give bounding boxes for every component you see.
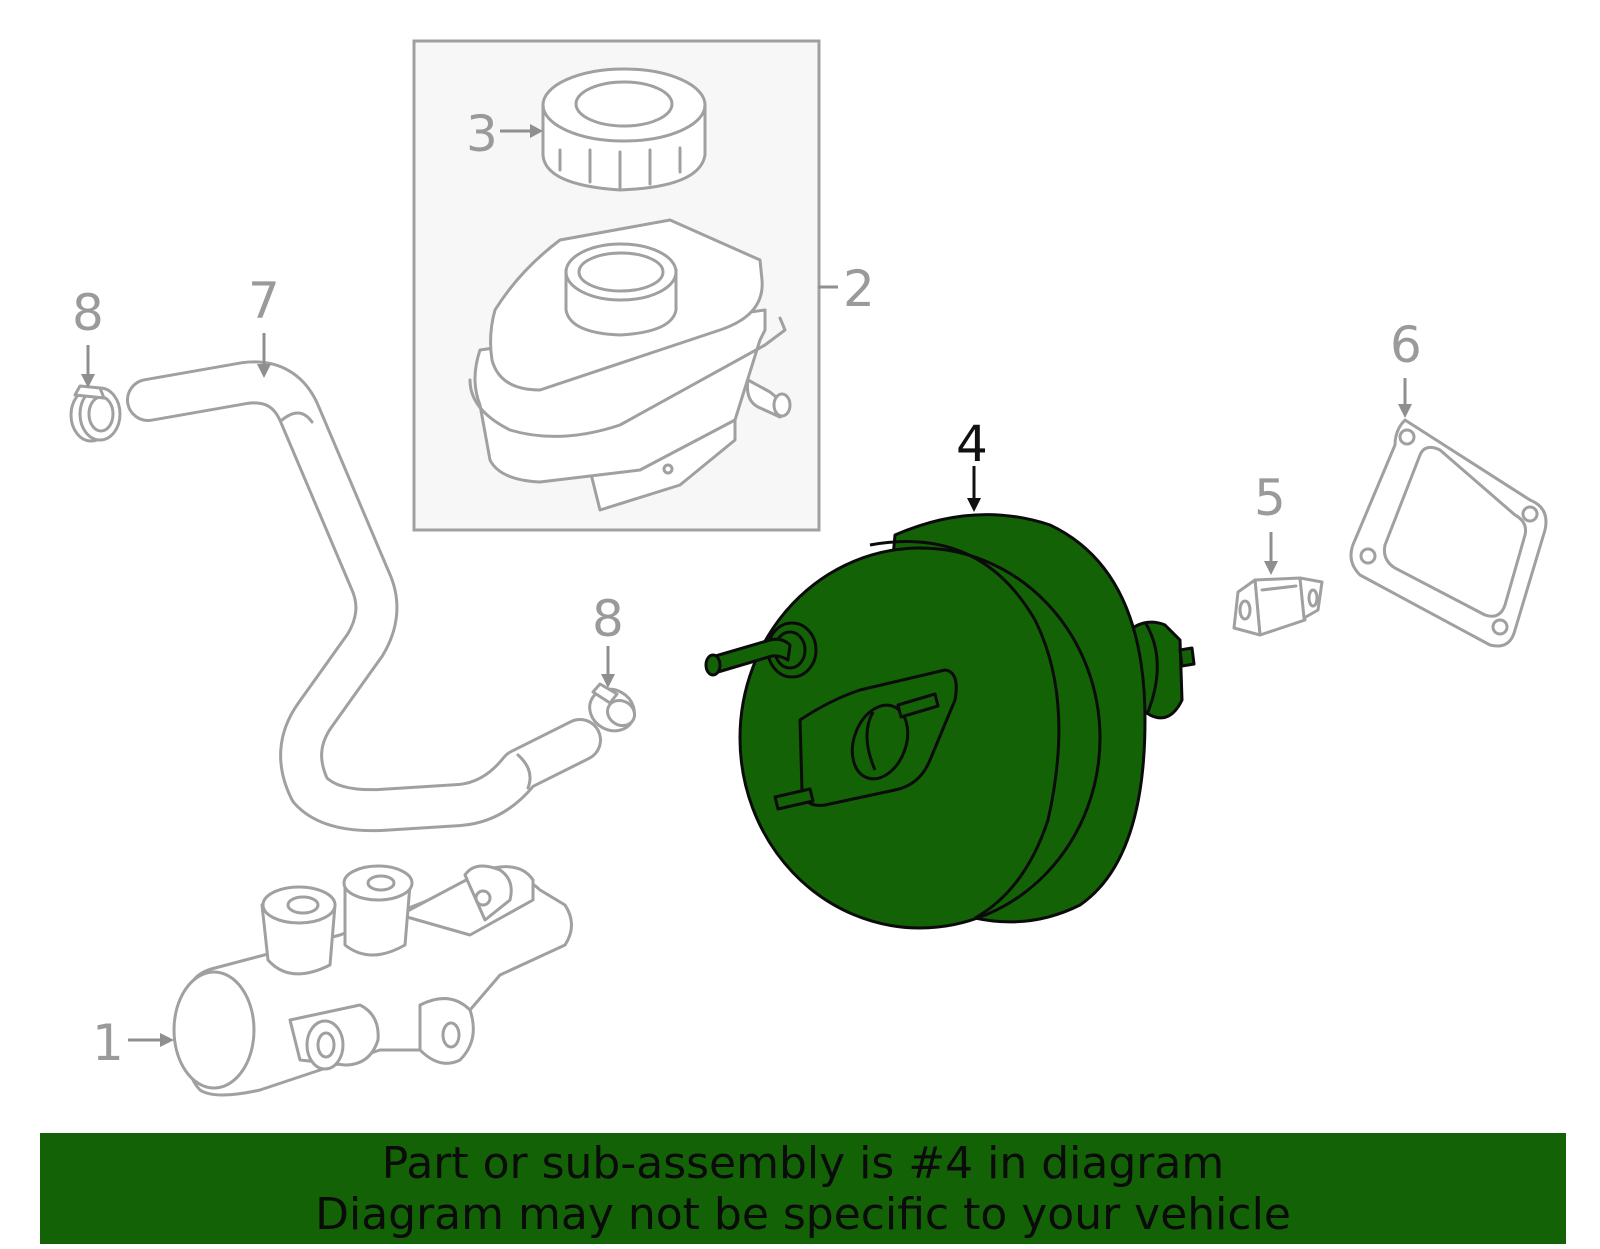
callout-labels: 1 2 3 4 5 6 7 8 8	[72, 105, 1422, 1072]
callout-6[interactable]: 6	[1390, 316, 1422, 374]
callout-4[interactable]: 4	[956, 415, 988, 473]
gasket-part[interactable]	[1349, 418, 1548, 648]
brake-booster-part[interactable]	[704, 513, 1196, 930]
master-cylinder-part[interactable]	[172, 864, 573, 1097]
hose-clamp-lower-part[interactable]	[582, 681, 642, 739]
callout-8-upper[interactable]: 8	[72, 284, 104, 342]
callout-3[interactable]: 3	[466, 105, 498, 163]
part-info-banner: Part or sub-assembly is #4 in diagram Di…	[40, 1133, 1566, 1244]
banner-line-1: Part or sub-assembly is #4 in diagram	[381, 1137, 1225, 1189]
reservoir-tank	[468, 218, 792, 512]
callout-8-lower[interactable]: 8	[592, 590, 624, 648]
leader-lines	[81, 124, 1412, 1047]
vacuum-hose-part[interactable]	[126, 360, 602, 833]
callout-2[interactable]: 2	[843, 260, 875, 318]
reservoir-assembly	[412, 39, 821, 532]
reservoir-cap-part[interactable]	[541, 67, 707, 192]
callout-5[interactable]: 5	[1254, 469, 1286, 527]
banner-line-2: Diagram may not be specific to your vehi…	[315, 1188, 1291, 1240]
bracket-part[interactable]	[1232, 576, 1324, 637]
callout-7[interactable]: 7	[248, 272, 280, 330]
callout-1[interactable]: 1	[92, 1014, 124, 1072]
hose-clamp-upper-part[interactable]	[69, 384, 122, 443]
